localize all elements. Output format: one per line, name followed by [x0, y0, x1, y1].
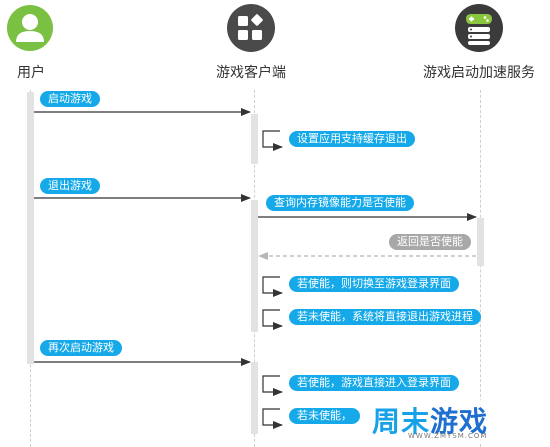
- activation-service: [477, 218, 484, 266]
- actor-label-game-client: 游戏客户端: [216, 65, 286, 81]
- message-exit-process: 若未使能，系统将直接退出游戏进程: [289, 309, 481, 325]
- activation-client-1: [251, 114, 258, 164]
- lifeline-launch-service: [480, 90, 481, 447]
- activation-client-2: [251, 200, 258, 332]
- message-query-memory-image: 查询内存镜像能力是否使能: [266, 195, 414, 211]
- actor-label-launch-service: 游戏启动加速服务: [423, 65, 535, 81]
- message-return-enabled: 返回是否使能: [389, 234, 471, 250]
- watermark-url: WWW.ZMYSM.COM: [408, 432, 488, 440]
- arrow-self-exit-process: [262, 309, 283, 330]
- watermark-part1: 周末: [372, 405, 431, 438]
- watermark-part2: 游戏: [430, 405, 489, 438]
- arrow-self-not-enabled: [262, 408, 283, 429]
- message-not-enabled: 若未使能，: [289, 408, 360, 424]
- message-set-cache-exit: 设置应用支持缓存退出: [289, 131, 415, 147]
- message-enter-login: 若使能，游戏直接进入登录界面: [289, 375, 459, 391]
- message-start-game: 启动游戏: [40, 91, 100, 107]
- app-grid-icon: [227, 4, 275, 52]
- activation-user: [27, 92, 34, 364]
- gamepad-server-icon: [455, 4, 503, 52]
- message-switch-login: 若使能，则切换至游戏登录界面: [289, 276, 459, 292]
- actor-label-user: 用户: [17, 65, 45, 81]
- activation-client-3: [251, 362, 258, 434]
- arrow-self-enter-login: [262, 375, 283, 396]
- user-avatar-icon: [7, 5, 53, 51]
- arrow-self-set-cache-exit: [262, 130, 283, 151]
- arrow-self-switch-login: [262, 276, 283, 297]
- watermark-logo: 周末游戏 WWW.ZMYSM.COM: [364, 400, 534, 444]
- message-exit-game: 退出游戏: [40, 178, 100, 194]
- message-restart-game: 再次启动游戏: [40, 340, 122, 356]
